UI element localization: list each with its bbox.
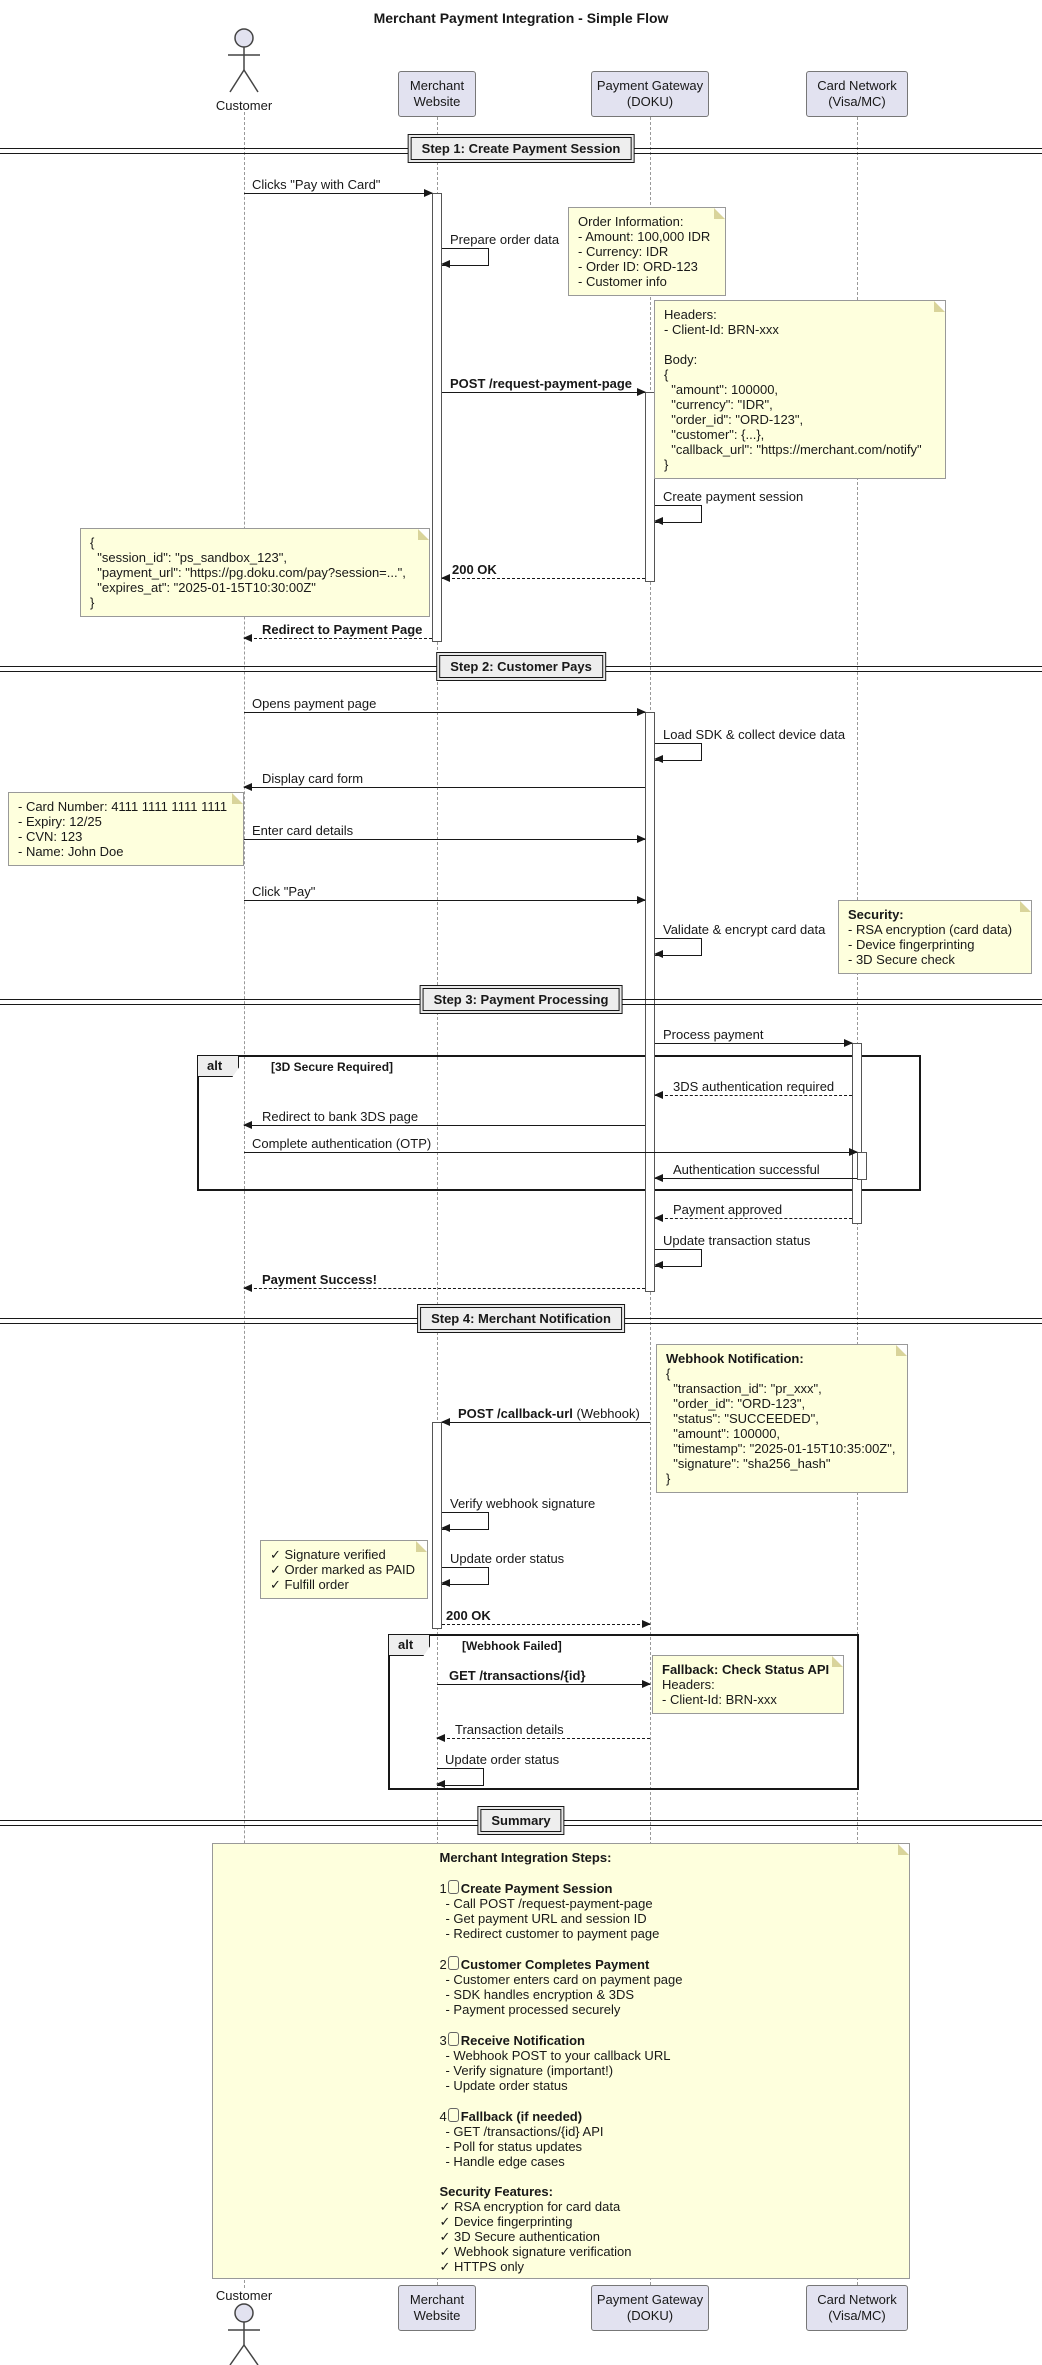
message-post-request-payment-page: POST /request-payment-page <box>442 376 646 396</box>
message-clicks-pay-with-card: Clicks "Pay with Card" <box>244 177 433 197</box>
participant-gateway-bottom: Payment Gateway (DOKU) <box>591 2285 709 2331</box>
arrowhead-icon <box>654 1214 663 1222</box>
message-redirect-to-payment-page: Redirect to Payment Page <box>243 622 432 642</box>
arrowhead-icon <box>436 1734 445 1742</box>
note-request-payload: Headers: - Client-Id: BRN-xxx Body: { "a… <box>654 300 946 479</box>
divider-step4: Step 4: Merchant Notification <box>420 1307 622 1330</box>
keycap-icon <box>447 1956 459 1970</box>
arrowhead-icon <box>637 388 646 396</box>
note-merchant-actions: ✓ Signature verified ✓ Order marked as P… <box>260 1540 428 1599</box>
arrowhead-icon <box>441 1579 450 1587</box>
summary-heading: Merchant Integration Steps: <box>439 1850 612 1865</box>
arrowhead-icon <box>424 189 433 197</box>
arrowhead-icon <box>654 755 663 763</box>
activation-card <box>852 1043 862 1224</box>
note-card-details: - Card Number: 4111 1111 1111 1111 - Exp… <box>8 792 244 866</box>
message-post-callback-url-webhook: POST /callback-url (Webhook) <box>441 1406 650 1426</box>
message-3ds-authentication-required: 3DS authentication required <box>654 1079 852 1099</box>
note-fallback-check-status: Fallback: Check Status API Headers: - Cl… <box>652 1655 844 1714</box>
arrowhead-icon <box>441 1524 450 1532</box>
participant-customer-bottom: Customer <box>215 2288 273 2303</box>
arrowhead-icon <box>441 574 450 582</box>
message-enter-card-details: Enter card details <box>244 823 646 843</box>
arrowhead-icon <box>441 1418 450 1426</box>
arrowhead-icon <box>654 1261 663 1269</box>
lifeline-customer <box>244 112 245 2288</box>
activation-gateway-step2-3 <box>645 712 655 1292</box>
arrowhead-icon <box>654 1174 663 1182</box>
keycap-icon <box>447 2032 459 2046</box>
arrowhead-icon <box>243 1284 252 1292</box>
activation-merchant-step1 <box>432 193 442 642</box>
arrowhead-icon <box>436 1780 445 1788</box>
note-security: Security: - RSA encryption (card data) -… <box>838 900 1032 974</box>
note-webhook-notification: Webhook Notification: { "transaction_id"… <box>656 1344 908 1493</box>
note-order-information: Order Information: - Amount: 100,000 IDR… <box>568 207 726 296</box>
alt-frame-3d-secure: alt [3D Secure Required] <box>197 1055 921 1191</box>
activation-gateway-step1 <box>645 392 655 582</box>
arrowhead-icon <box>637 835 646 843</box>
arrowhead-icon <box>637 896 646 904</box>
participant-merchant-top: Merchant Website <box>398 71 476 117</box>
arrowhead-icon <box>654 950 663 958</box>
arrowhead-icon <box>844 1039 853 1047</box>
alt-frame-webhook-failed: alt [Webhook Failed] <box>388 1634 859 1790</box>
arrowhead-icon <box>654 1091 663 1099</box>
alt-frame-keyword: alt <box>197 1055 240 1077</box>
alt-frame-guard: [3D Secure Required] <box>271 1060 394 1074</box>
customer-actor-icon <box>228 2303 260 2365</box>
participant-gateway-top: Payment Gateway (DOKU) <box>591 71 709 117</box>
alt-frame-guard: [Webhook Failed] <box>462 1639 562 1653</box>
message-transaction-details: Transaction details <box>436 1722 650 1742</box>
summary-security-features: Security Features: ✓ RSA encryption for … <box>439 2184 632 2274</box>
diagram-title: Merchant Payment Integration - Simple Fl… <box>373 10 669 26</box>
message-payment-success: Payment Success! <box>243 1272 645 1292</box>
alt-frame-keyword: alt <box>388 1634 431 1656</box>
arrowhead-icon <box>637 708 646 716</box>
arrowhead-icon <box>849 1148 858 1156</box>
divider-summary: Summary <box>480 1809 562 1832</box>
arrowhead-icon <box>642 1680 651 1688</box>
message-complete-authentication-otp: Complete authentication (OTP) <box>244 1136 858 1156</box>
arrowhead-icon <box>243 783 252 791</box>
message-opens-payment-page: Opens payment page <box>244 696 646 716</box>
message-process-payment: Process payment <box>655 1027 853 1047</box>
arrowhead-icon <box>642 1620 651 1628</box>
arrowhead-icon <box>243 634 252 642</box>
arrowhead-icon <box>441 260 450 268</box>
message-click-pay: Click "Pay" <box>244 884 646 904</box>
message-200-ok-session: 200 OK <box>441 562 645 582</box>
activation-card-nested <box>857 1152 867 1180</box>
arrowhead-icon <box>654 517 663 525</box>
arrowhead-icon <box>243 1121 252 1129</box>
note-session-response: { "session_id": "ps_sandbox_123", "payme… <box>80 528 430 617</box>
message-200-ok-webhook: 200 OK <box>442 1608 651 1628</box>
participant-customer-top: Customer <box>215 98 273 113</box>
message-get-transactions: GET /transactions/{id} <box>437 1668 651 1688</box>
divider-step2: Step 2: Customer Pays <box>439 655 603 678</box>
keycap-icon <box>447 1880 459 1894</box>
participant-card-bottom: Card Network (Visa/MC) <box>806 2285 908 2331</box>
keycap-icon <box>447 2108 459 2122</box>
customer-actor-icon <box>228 28 260 93</box>
participant-card-top: Card Network (Visa/MC) <box>806 71 908 117</box>
message-display-card-form: Display card form <box>243 771 645 791</box>
message-redirect-to-bank-3ds: Redirect to bank 3DS page <box>243 1109 645 1129</box>
divider-step3: Step 3: Payment Processing <box>422 988 620 1011</box>
participant-merchant-bottom: Merchant Website <box>398 2285 476 2331</box>
lifeline-merchant <box>437 117 438 2285</box>
message-authentication-successful: Authentication successful <box>654 1162 857 1182</box>
divider-step1: Step 1: Create Payment Session <box>410 137 632 160</box>
message-payment-approved: Payment approved <box>654 1202 852 1222</box>
